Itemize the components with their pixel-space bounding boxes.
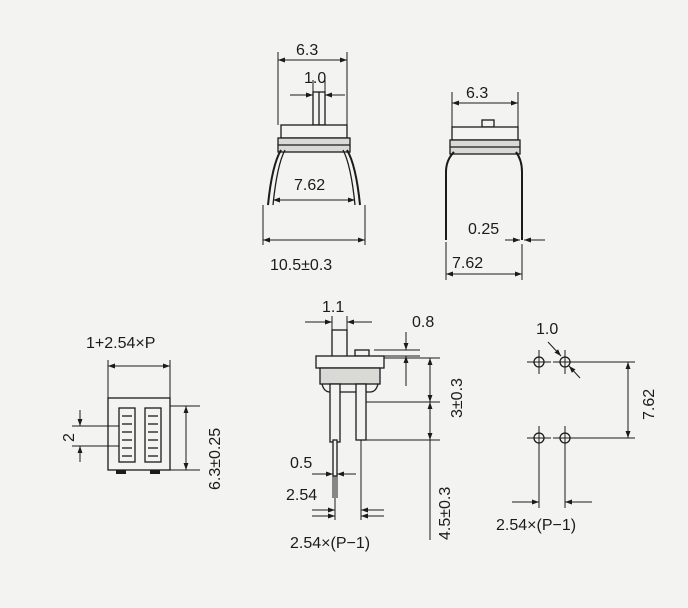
section-pin-left	[329, 383, 341, 443]
section-body	[315, 355, 385, 369]
pcb-layout: 1.0 7.62 2.54×(P−1)	[496, 321, 658, 534]
section-pin-right	[355, 383, 367, 441]
section-height-label: 3±0.3	[449, 378, 466, 418]
section-lead-label: 4.5±0.3	[437, 487, 454, 540]
section-base	[319, 367, 381, 385]
front-actuator-label: 1.0	[304, 70, 326, 87]
side-view: 6.3 0.25 7.62	[445, 85, 545, 280]
front-width-label: 6.3	[296, 42, 318, 59]
section-pinwidth-label: 0.5	[290, 455, 312, 472]
section-lead-tip	[332, 439, 338, 477]
section-actuator	[331, 329, 348, 359]
pcb-rowspan-label: 7.62	[641, 389, 658, 420]
section-travel-label: 0.8	[412, 314, 434, 331]
section-view: 1.1 0.8 3±0.3 4.5±0.3 0.5 2.54 2.54	[286, 299, 466, 552]
section-pinspan-label: 2.54×(P−1)	[290, 535, 370, 552]
front-overall-label: 10.5±0.3	[270, 257, 332, 274]
lead-left	[267, 149, 282, 206]
side-lead-left	[445, 151, 455, 240]
lead-right	[346, 149, 361, 206]
side-pinspan-label: 7.62	[452, 255, 483, 272]
side-thickness-label: 0.25	[468, 221, 499, 238]
switch-body	[280, 124, 348, 139]
pcb-hole-label: 1.0	[536, 321, 558, 338]
section-pitch-label: 2.54	[286, 487, 317, 504]
side-lead-right	[515, 151, 523, 240]
top-pitch-label: 2	[61, 433, 78, 442]
top-length-label: 1+2.54×P	[86, 335, 155, 352]
top-view: 1+2.54×P 2 6.3±0.25	[61, 335, 224, 490]
front-view: 6.3 1.0 7.62 10.5±0.3	[262, 42, 366, 274]
side-body	[451, 126, 519, 141]
section-slider	[354, 349, 370, 357]
top-width-label: 6.3±0.25	[207, 428, 224, 490]
pcb-pinspan-label: 2.54×(P−1)	[496, 517, 576, 534]
side-nub	[481, 119, 495, 128]
side-width-label: 6.3	[466, 85, 488, 102]
front-pinspan-label: 7.62	[294, 177, 325, 194]
section-actuator-label: 1.1	[322, 299, 344, 316]
